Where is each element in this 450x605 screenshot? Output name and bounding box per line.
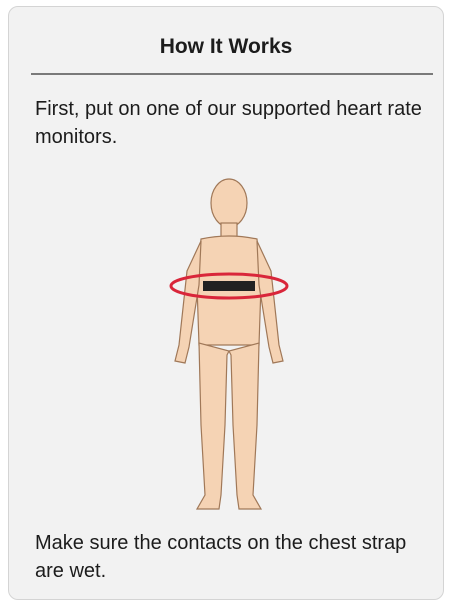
intro-text: First, put on one of our supported heart…	[35, 95, 425, 151]
chest-strap	[203, 281, 255, 291]
left-leg-shape	[197, 343, 229, 509]
head-shape	[211, 179, 247, 227]
panel-title: How It Works	[9, 35, 443, 59]
title-divider	[31, 73, 433, 75]
right-leg-shape	[229, 343, 261, 509]
body-illustration	[149, 175, 309, 515]
how-it-works-panel: How It Works First, put on one of our su…	[8, 6, 444, 600]
neck-shape	[221, 223, 237, 237]
instruction-text: Make sure the contacts on the chest stra…	[35, 529, 425, 585]
